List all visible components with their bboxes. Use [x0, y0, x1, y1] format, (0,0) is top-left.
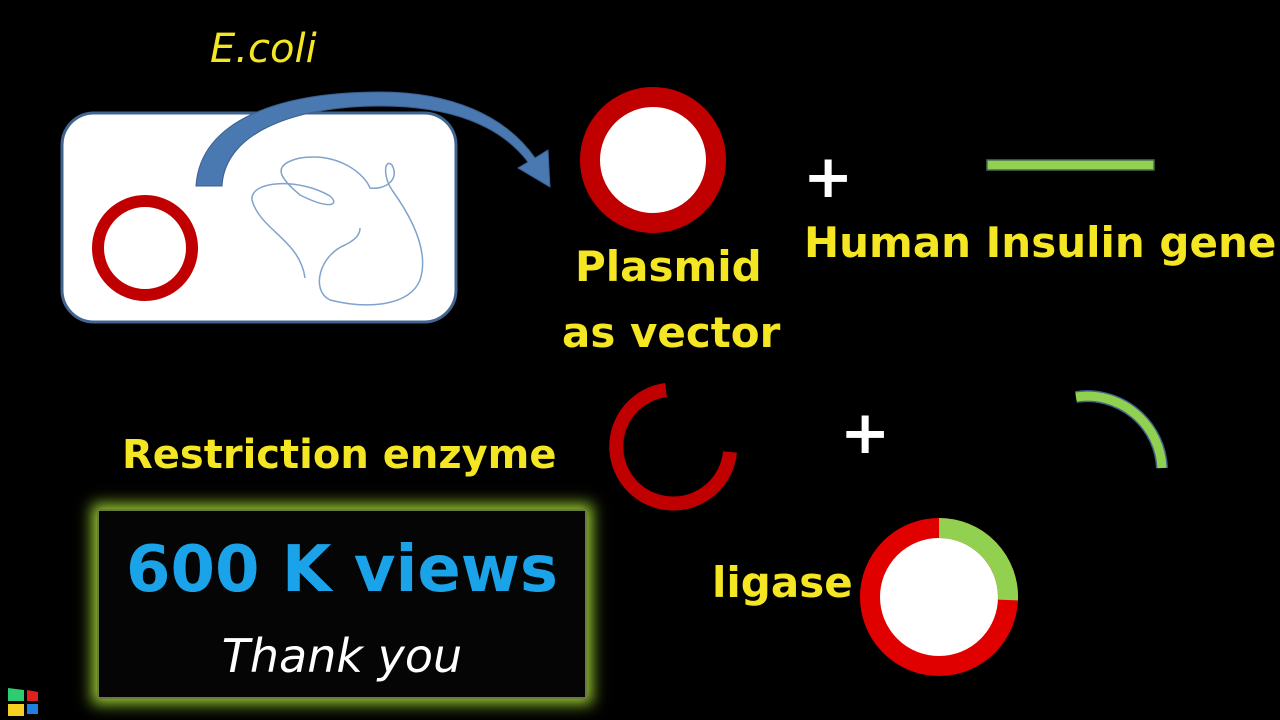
- insulin-gene-label: Human Insulin gene: [804, 218, 1277, 267]
- plus-sign: +: [803, 142, 854, 212]
- windows-logo-icon: [8, 688, 38, 716]
- vector-label: as vector: [562, 308, 781, 357]
- insulin-gene-segment: [986, 159, 1155, 171]
- plus-sign: +: [840, 398, 891, 468]
- views-banner: 600 K views Thank you: [97, 509, 587, 699]
- transfer-arrow: [195, 91, 551, 188]
- plasmid-label: Plasmid: [575, 242, 762, 291]
- chromosomal-dna: [251, 156, 424, 306]
- ecoli-label: E.coli: [210, 26, 317, 72]
- thank-you-text: Thank you: [221, 629, 463, 683]
- cut-gene-arc-fill: [1075, 391, 1167, 469]
- restriction-enzyme-label: Restriction enzyme: [122, 432, 557, 478]
- ligase-label: ligase: [712, 558, 853, 607]
- ecoli-plasmid-ring: [92, 195, 198, 301]
- plasmid-vector: [580, 87, 726, 233]
- cut-plasmid-arc: [609, 383, 737, 511]
- views-count: 600 K views: [125, 533, 559, 607]
- recombinant-insert: [938, 517, 1019, 601]
